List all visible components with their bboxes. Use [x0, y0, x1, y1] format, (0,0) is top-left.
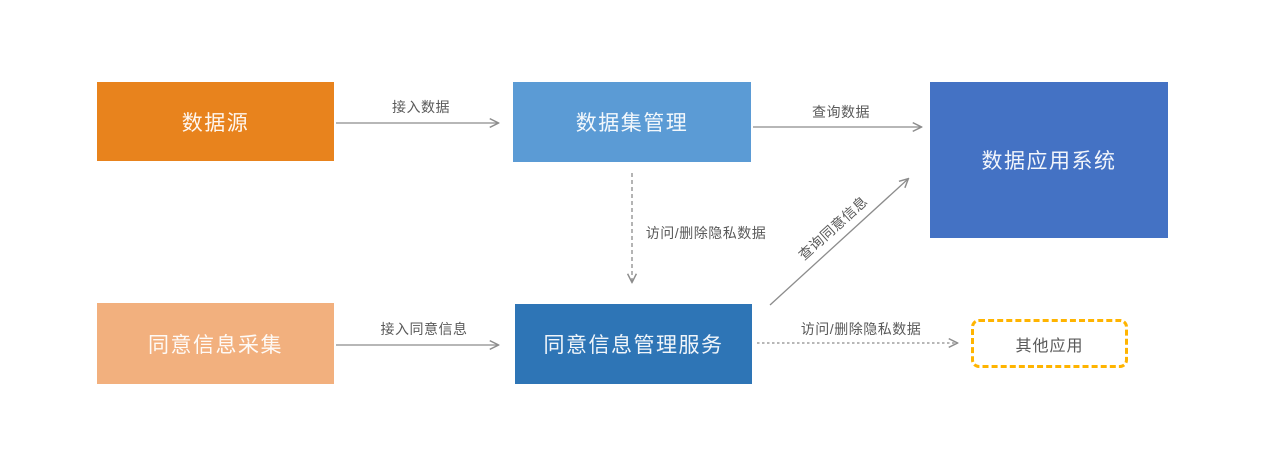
node-dataset-management-label: 数据集管理: [575, 112, 689, 135]
node-other-applications: 其他应用: [971, 319, 1128, 368]
node-consent-info-management-service-label: 同意信息管理服务: [543, 334, 724, 357]
node-consent-info-collection: 同意信息采集: [97, 303, 334, 384]
edge-label-query-data: 查询数据: [812, 104, 870, 120]
edge-label-query-consent-info: 查询同意信息: [795, 192, 871, 264]
node-data-application-system: 数据应用系统: [930, 82, 1168, 238]
edge-label-access-delete-private-data-horizontal: 访问/删除隐私数据: [800, 321, 922, 337]
node-data-application-system-label: 数据应用系统: [981, 150, 1117, 173]
node-consent-info-management-service: 同意信息管理服务: [515, 304, 752, 384]
node-consent-info-collection-label: 同意信息采集: [148, 333, 283, 357]
edge-label-access-delete-private-data-vertical: 访问/删除隐私数据: [645, 225, 767, 241]
edge-label-access-consent-info: 接入同意信息: [380, 321, 468, 337]
edge-query-consent-info: [769, 179, 908, 306]
edge-label-access-data: 接入数据: [392, 99, 450, 115]
node-other-applications-label: 其他应用: [1015, 337, 1084, 355]
node-data-source-label: 数据源: [181, 111, 250, 135]
node-dataset-management: 数据集管理: [513, 82, 751, 162]
node-data-source: 数据源: [97, 82, 334, 161]
